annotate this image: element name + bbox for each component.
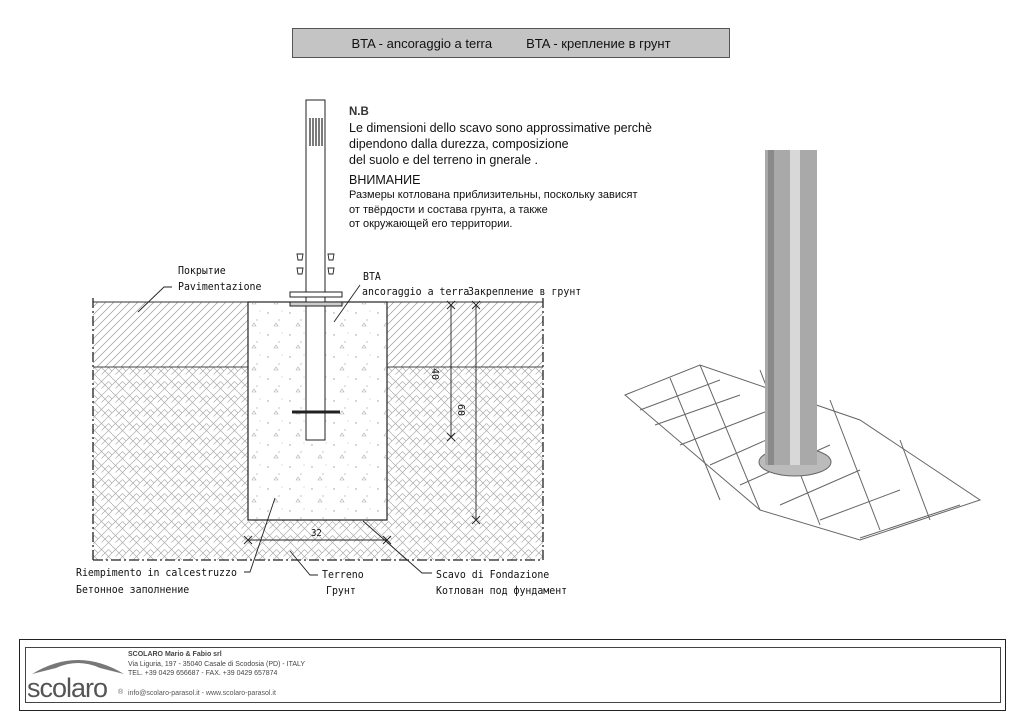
dimension-32: 32 (311, 528, 322, 539)
paving-label-it: Pavimentazione (178, 280, 262, 293)
fill-label-ru: Бетонное заполнение (76, 583, 190, 596)
leader-lines (137, 284, 432, 576)
bta-label-ru: Закрепление в грунт (468, 285, 582, 298)
note-block: N.B Le dimensioni dello scavo sono appro… (349, 104, 652, 232)
registered-mark: ® (118, 689, 124, 696)
excavation-label-it: Scavo di Fondazione (436, 568, 550, 581)
umbrella-logo-icon (32, 660, 124, 674)
company-info: SCOLARO Mario & Fabio srl Via Liguria, 1… (128, 650, 305, 679)
title-block (25, 647, 1001, 703)
note-ru-line: от твёрдости и состава грунта, а также (349, 203, 548, 216)
soil-label-ru: Грунт (326, 584, 356, 597)
company-contact: info@scolaro-parasol.it - www.scolaro-pa… (128, 690, 276, 697)
bta-anchor (289, 99, 343, 441)
nb-label: N.B (349, 106, 369, 118)
company-phone: TEL. +39 0429 656687 - FAX. +39 0429 657… (128, 670, 278, 677)
soil-label-it: Terreno (322, 568, 364, 581)
company-address: Via Liguria, 197 - 35040 Casale di Scodo… (128, 660, 306, 668)
company-name: SCOLARO Mario & Fabio srl (128, 651, 222, 658)
title-box: BTA - ancoraggio a terra BTA - крепление… (292, 28, 730, 58)
dimension-40: 40 (429, 368, 440, 381)
bta-label: BTA (363, 270, 381, 283)
footer-frame (19, 639, 1006, 711)
fill-label-it: Riempimento in calcestruzzo (76, 566, 237, 579)
brand-logo: scolaro (27, 673, 108, 703)
note-it-line: del suolo e del terreno in gnerale . (349, 153, 539, 167)
warning-heading: ВНИМАНИЕ (349, 173, 421, 187)
paving-label-ru: Покрытие (178, 264, 226, 277)
note-ru-line: от окружающей его территории. (349, 218, 513, 230)
title-italian: BTA - ancoraggio a terra (351, 35, 493, 51)
installation-photo (624, 150, 982, 541)
note-it-line: Le dimensioni dello scavo sono approssim… (349, 121, 652, 135)
dimension-60: 60 (455, 404, 466, 417)
excavation-label-ru: Котлован под фундамент (436, 584, 568, 597)
note-it-line: dipendono dalla durezza, composizione (349, 137, 569, 151)
note-ru-line: Размеры котлована приблизительны, поскол… (349, 189, 638, 201)
dimension-lines (243, 300, 481, 545)
section-boundary (92, 298, 544, 561)
bta-label-it: ancoraggio a terra (362, 285, 470, 298)
title-russian: BTA - крепление в грунт (526, 35, 671, 51)
